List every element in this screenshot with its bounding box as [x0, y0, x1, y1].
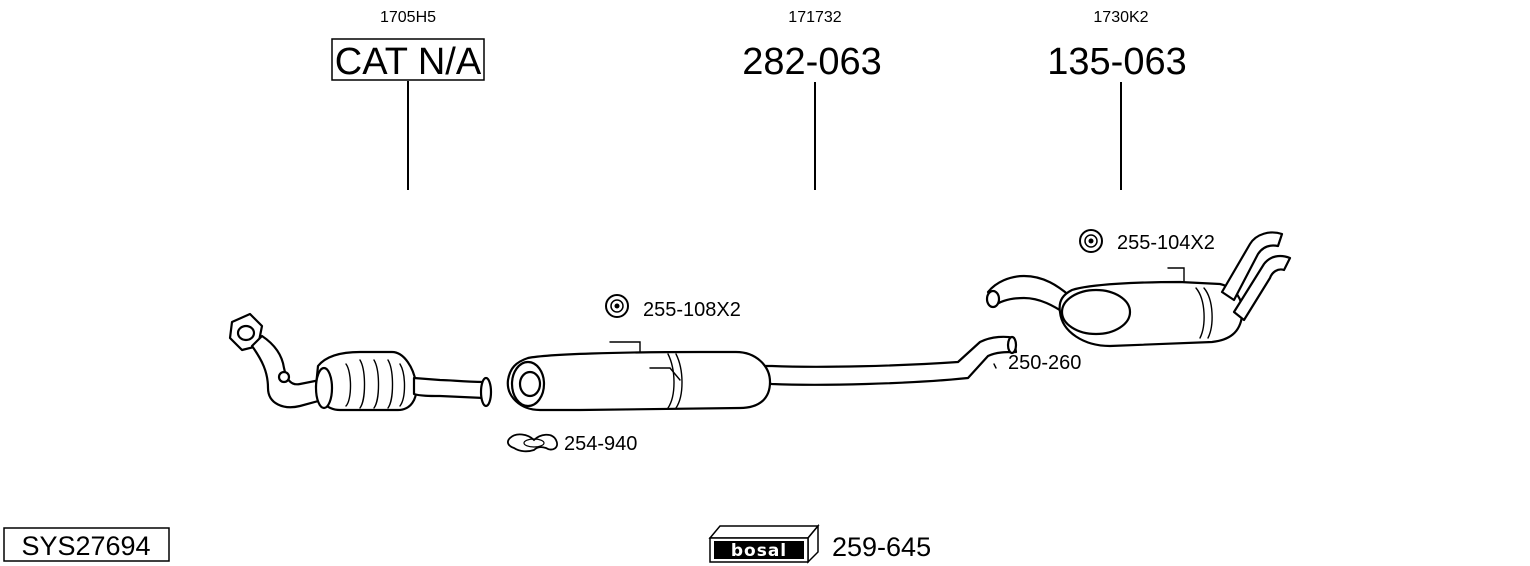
- rear-silencer-drawing: [985, 231, 1292, 348]
- middle-silencer-ref: 171732: [788, 9, 841, 26]
- fitting-kit-part-number: 259-645: [832, 532, 931, 562]
- catalytic-ref: 1705H5: [380, 9, 436, 26]
- catalytic-part-number: CAT N/A: [335, 41, 482, 83]
- rear-silencer-ref: 1730K2: [1093, 9, 1148, 26]
- rubber-hanger-middle-label: 255-108X2: [643, 299, 741, 321]
- system-id-box: [3, 527, 170, 562]
- clamp-icon: [507, 433, 558, 453]
- system-id: SYS27694: [21, 531, 150, 561]
- catalytic-converter-drawing: [228, 312, 493, 412]
- bosal-kit-box-icon: [708, 523, 820, 564]
- middle-silencer-part-number: 282-063: [742, 41, 881, 83]
- clamp-label: 254-940: [564, 433, 637, 455]
- pipe-label: 250-260: [1008, 352, 1081, 374]
- catalytic-part-box: [331, 38, 485, 81]
- bosal-brand-logo: bosal: [731, 541, 787, 561]
- rubber-hanger-middle-icon: [605, 294, 629, 318]
- middle-silencer-drawing: [506, 335, 1018, 412]
- pipe-leader-mark: [993, 363, 997, 369]
- rear-silencer-part-number: 135-063: [1047, 41, 1186, 83]
- rubber-hanger-rear-icon: [1079, 229, 1103, 253]
- rubber-hanger-rear-label: 255-104X2: [1117, 232, 1215, 254]
